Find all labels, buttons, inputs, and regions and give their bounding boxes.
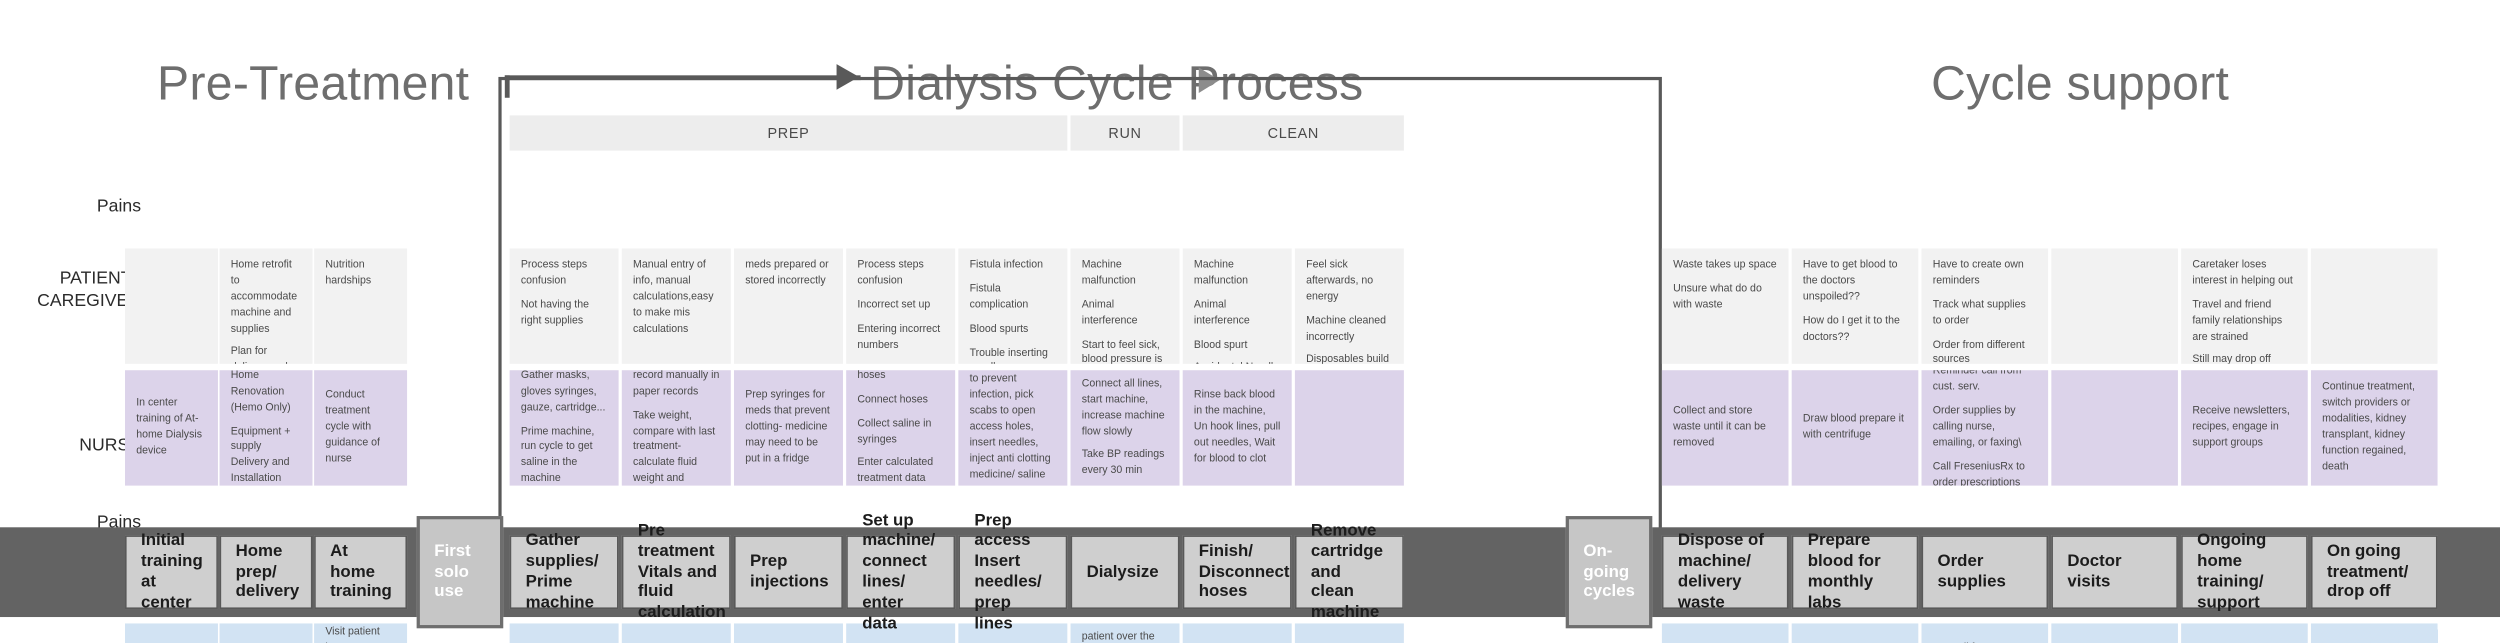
milestone-on-going-cycles[interactable]: On-going cycles: [1565, 516, 1653, 629]
cell-patient-at-home-training: Conduct treatment cycle with guidance of…: [314, 370, 408, 486]
cell-patient-pre-treatment-vitals-and-fluid-calculati: Take vitals and record manually in paper…: [621, 370, 731, 486]
cell-nurse-order-supplies: Get call from patient...Order supplies t…: [1921, 623, 2049, 643]
cell-patient-doctor-visits: [2051, 370, 2178, 486]
cell-nurse-doctor-visits: [2051, 623, 2178, 643]
cell-patient-prep-access-insert-needles-prep-lines: Wash access site to prevent infection, p…: [958, 370, 1068, 486]
stage-box-remove-cartridge-and-clean-machine[interactable]: Remove cartridge and clean machine: [1294, 521, 1404, 622]
cell-pains-doctor-visits: [2051, 248, 2178, 364]
stage-box-dialysize[interactable]: Dialysize: [1070, 535, 1180, 610]
subphase-header-run: RUN: [1070, 115, 1180, 151]
cell-patient-ongoing-home-training-support: Receive newsletters, recipes, engage in …: [2181, 370, 2308, 486]
stage-box-prepare-blood-for-monthly-labs[interactable]: Prepare blood for monthly labs: [1791, 531, 1919, 612]
cell-patient-gather-supplies-prime-machine: Gather masks, gloves syringes, gauze, ca…: [509, 370, 619, 486]
stage-box-pre-treatment-vitals-and-fluid-calculati[interactable]: Pre treatment Vitals and fluid calculati…: [621, 521, 731, 622]
row-label-patient-caregiver: PATIENT \ CAREGIVER: [37, 269, 142, 311]
cell-patient-home-prep-delivery: Home Renovation (Hemo Only)Equipment + s…: [219, 370, 313, 486]
cell-patient-prep-injections: Prep syringes for meds that prevent clot…: [733, 370, 843, 486]
subphase-header-clean: CLEAN: [1182, 115, 1404, 151]
cell-nurse-set-up-machine-connect-lines-enter-data: [846, 623, 956, 643]
cell-nurse-on-going-treatment-drop-off: [2310, 623, 2438, 643]
cell-patient-order-supplies: Reminder call from cust. serv.Order supp…: [1921, 370, 2049, 486]
cell-patient-dispose-of-machine-delivery-waste: Collect and store waste until it can be …: [1661, 370, 1789, 486]
cell-patient-dialysize: Connect all lines, start machine, increa…: [1070, 370, 1180, 486]
stage-box-dispose-of-machine-delivery-waste[interactable]: Dispose of machine/ delivery waste: [1661, 531, 1789, 612]
cell-pains-at-home-training: Nutrition hardships: [314, 248, 408, 364]
cell-patient-remove-cartridge-and-clean-machine: [1294, 370, 1404, 486]
stage-box-initial-training-at-center[interactable]: Initial training at center: [125, 531, 218, 612]
cell-nurse-prepare-blood-for-monthly-labs: [1791, 623, 1919, 643]
cell-pains-initial-training-at-center: [125, 248, 218, 364]
cell-nurse-dialysize: Troubleshoot with patient over the phone…: [1070, 623, 1180, 643]
cell-nurse-ongoing-home-training-support: Continue to support patient answer quest…: [2181, 623, 2308, 643]
stage-box-at-home-training[interactable]: At home training: [314, 535, 408, 610]
cell-nurse-dispose-of-machine-delivery-waste: [1661, 623, 1789, 643]
milestone-first-solo-use[interactable]: First solo use: [416, 516, 504, 629]
cell-patient-initial-training-at-center: In center training of At-home Dialysis d…: [125, 370, 218, 486]
cell-nurse-prep-access-insert-needles-prep-lines: [958, 623, 1068, 643]
cell-nurse-prep-injections: [733, 623, 843, 643]
subphase-header-prep: PREP: [509, 115, 1068, 151]
cell-pains-pre-treatment-vitals-and-fluid-calculati: Manual entry of info, manual calculation…: [621, 248, 731, 364]
stage-box-order-supplies[interactable]: Order supplies: [1921, 535, 2049, 610]
stage-box-home-prep-delivery[interactable]: Home prep/ delivery: [219, 535, 313, 610]
stage-box-gather-supplies-prime-machine[interactable]: Gather supplies/ Prime machine: [509, 531, 619, 612]
cell-nurse-gather-supplies-prime-machine: [509, 623, 619, 643]
cell-patient-prepare-blood-for-monthly-labs: Draw blood prepare it with centrifuge: [1791, 370, 1919, 486]
cycle-arrow-head-right-icon: [1198, 67, 1220, 93]
stage-box-prep-injections[interactable]: Prep injections: [733, 535, 843, 610]
stage-box-ongoing-home-training-support[interactable]: Ongoing home training/ support: [2181, 531, 2308, 612]
cell-nurse-remove-cartridge-and-clean-machine: [1294, 623, 1404, 643]
cell-nurse-home-prep-delivery: Review patient treatment plan and answer…: [219, 623, 313, 643]
cell-nurse-initial-training-at-center: Conduct Training on the machine: [125, 623, 218, 643]
cycle-arrow-stem: [504, 75, 510, 98]
phase-title-dialysis-cycle: Dialysis Cycle Process: [870, 57, 1364, 111]
phase-title-cycle-support: Cycle support: [1931, 57, 2230, 111]
cell-nurse-at-home-training: Visit patient home to provide additional…: [314, 623, 408, 643]
stage-box-on-going-treatment-drop-off[interactable]: On going treatment/ drop off: [2310, 535, 2438, 610]
cell-patient-on-going-treatment-drop-off: Continue treatment, switch providers or …: [2310, 370, 2438, 486]
cell-pains-home-prep-delivery: Home retrofit to accommodate machine and…: [219, 248, 313, 364]
stage-box-prep-access-insert-needles-prep-lines[interactable]: Prep access Insert needles/ prep lines: [958, 511, 1068, 632]
row-label-pains-top: Pains: [96, 197, 142, 217]
cell-pains-on-going-treatment-drop-off: [2310, 248, 2438, 364]
stage-box-doctor-visits[interactable]: Doctor visits: [2051, 535, 2178, 610]
cell-patient-finish-disconnect-hoses: Rinse back blood in the machine, Un hook…: [1182, 370, 1292, 486]
cell-pains-prepare-blood-for-monthly-labs: Have to get blood to the doctors unspoil…: [1791, 248, 1919, 364]
cell-nurse-pre-treatment-vitals-and-fluid-calculati: [621, 623, 731, 643]
stage-box-set-up-machine-connect-lines-enter-data[interactable]: Set up machine/ connect lines/ enter dat…: [846, 511, 956, 632]
cell-nurse-finish-disconnect-hoses: [1182, 623, 1292, 643]
cell-pains-prep-injections: meds prepared or stored incorrectly: [733, 248, 843, 364]
phase-title-pre-treatment: Pre-Treatment: [157, 57, 470, 111]
stage-box-finish-disconnect-hoses[interactable]: Finish/ Disconnect hoses: [1182, 535, 1292, 610]
